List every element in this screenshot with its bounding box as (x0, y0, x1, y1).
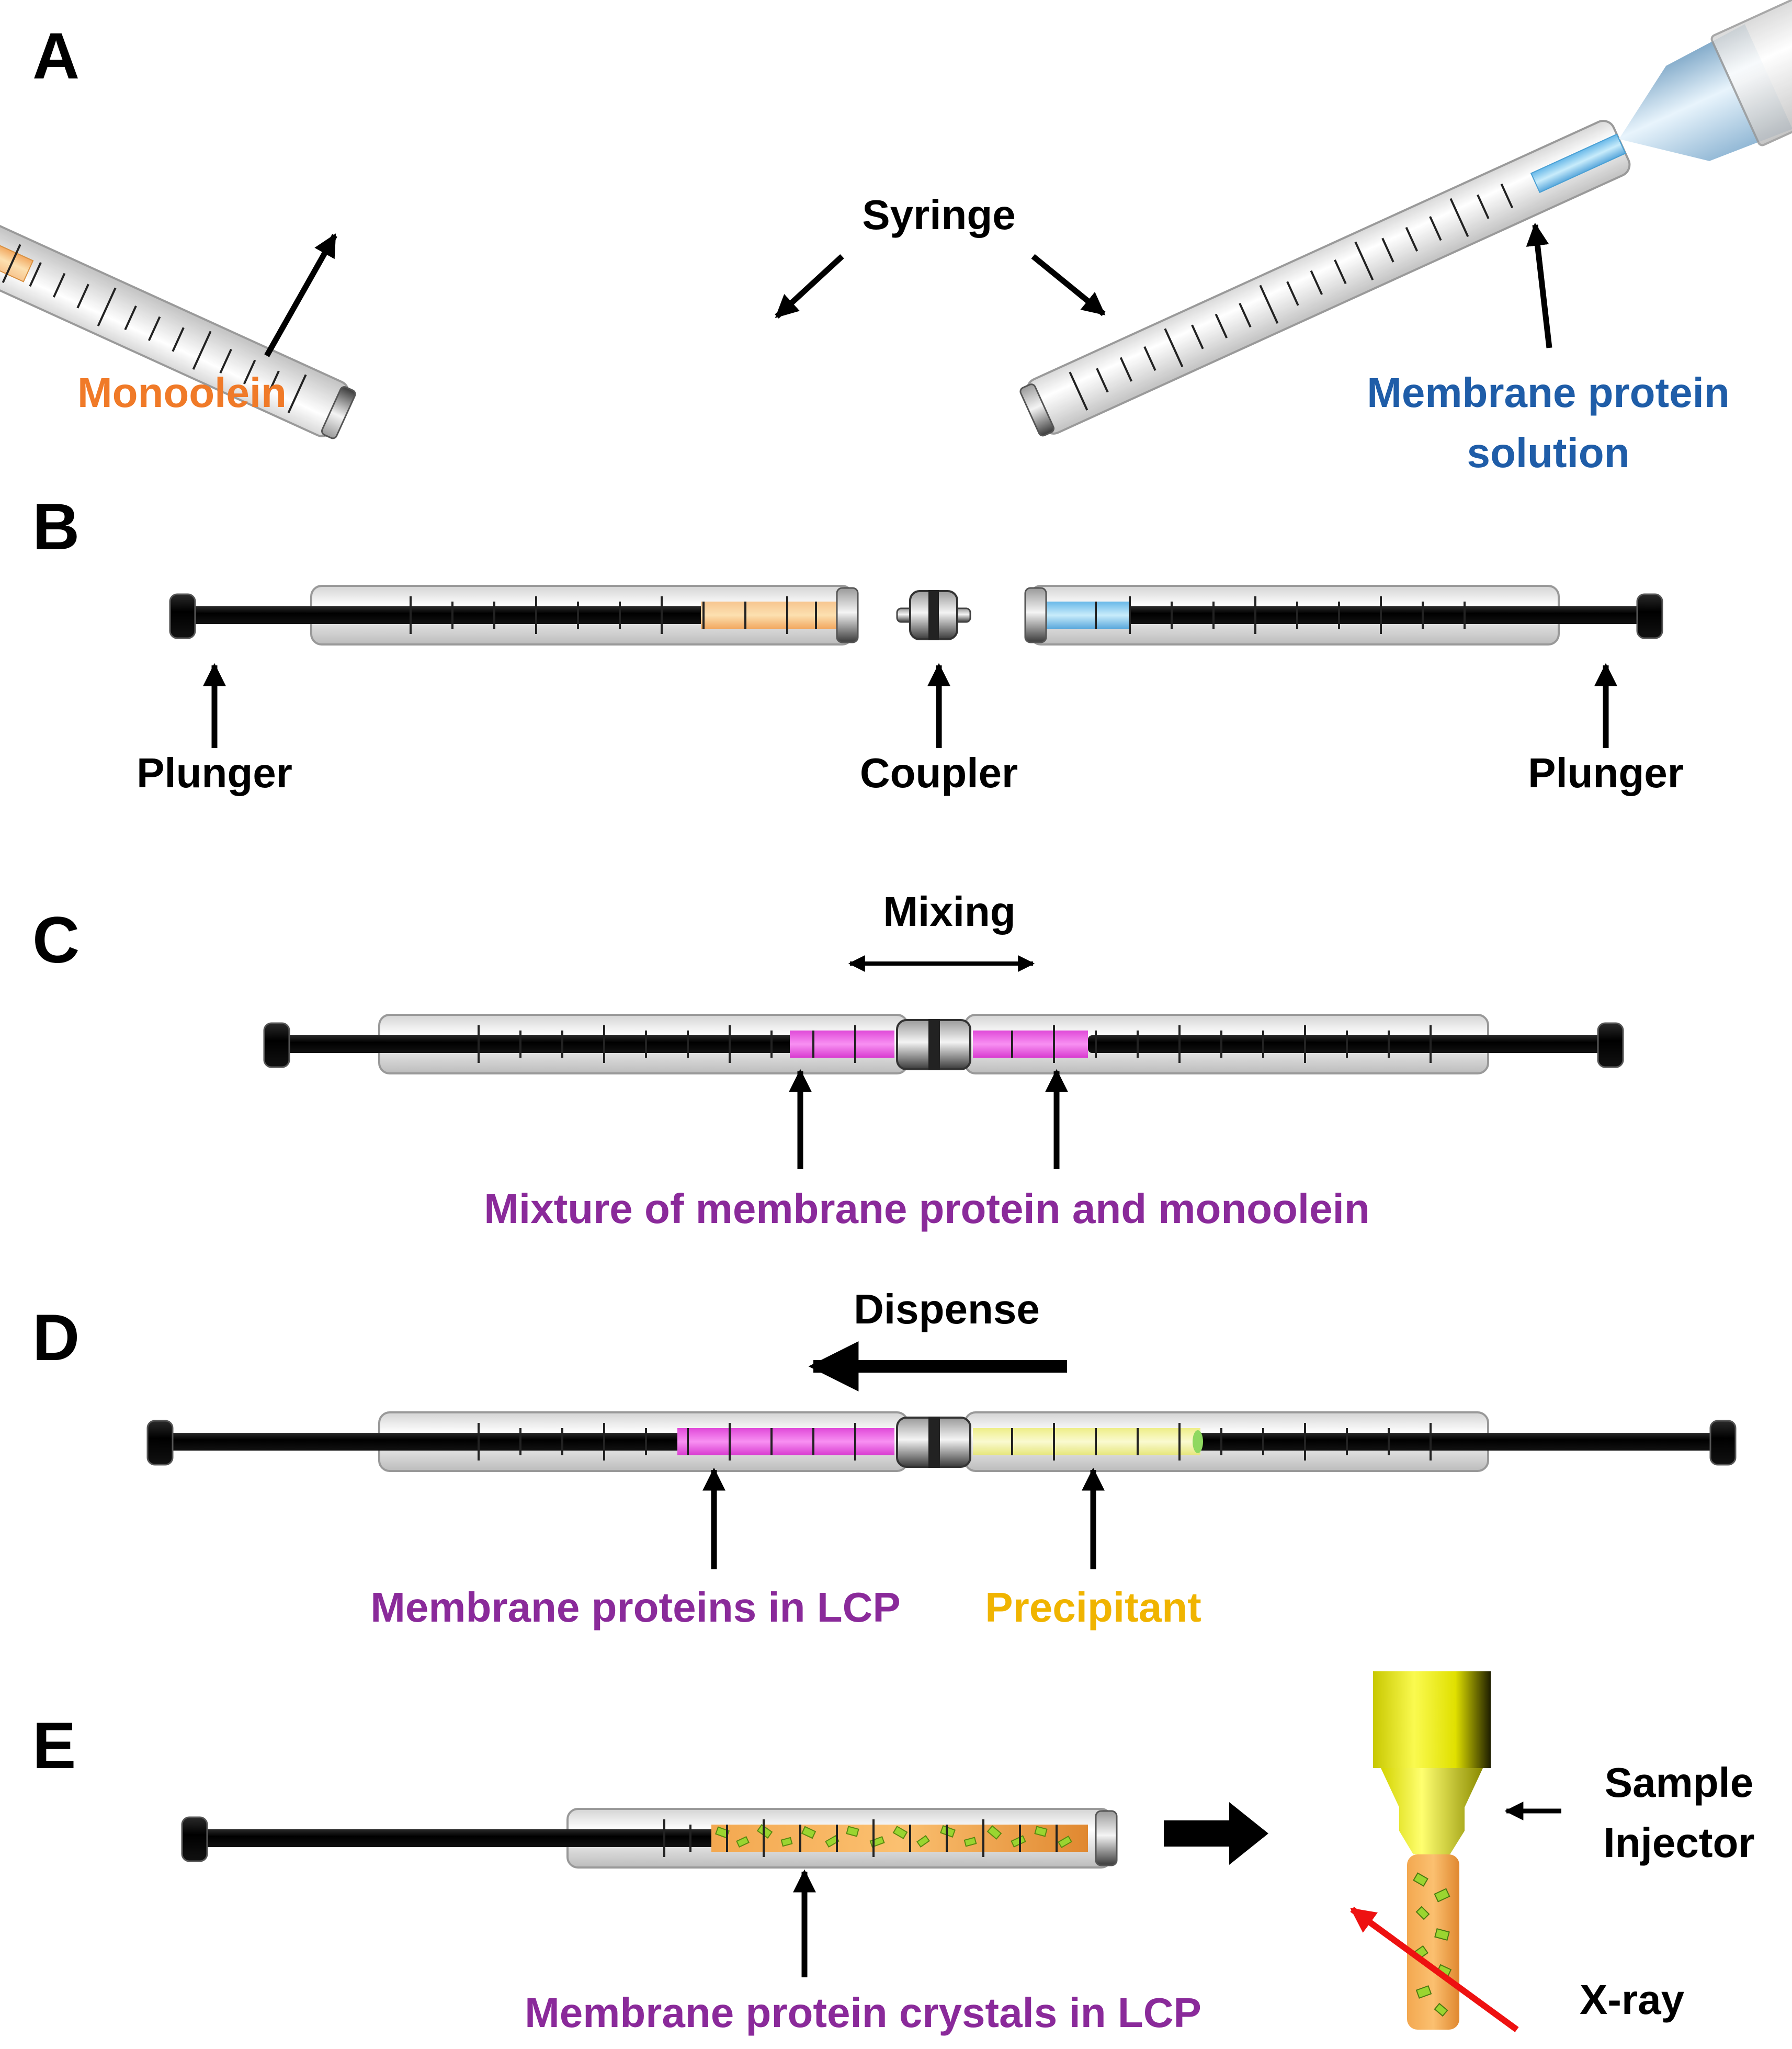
injector-nozzle (1381, 1768, 1483, 1854)
monoolein-label: Monoolein (77, 369, 287, 416)
monoolein-fill-b (701, 602, 840, 629)
plunger-rod-d-right (1198, 1433, 1721, 1451)
plunger-right-label: Plunger (1528, 750, 1684, 796)
arrow-protein-solution (1526, 222, 1552, 348)
syringe-pair-c (263, 1014, 1624, 1074)
panel-d: D Dispense (32, 1286, 1737, 1631)
protein-fill-b (1044, 602, 1130, 629)
plunger-cap-c-right (1597, 1022, 1624, 1068)
precipitant-fill-d (973, 1428, 1200, 1455)
mixture-fill-c-left (790, 1031, 894, 1058)
plunger-left-label: Plunger (137, 750, 292, 796)
plunger-rod-left (183, 606, 706, 624)
protein-solution-fill (1530, 133, 1626, 194)
panel-letter-c: C (32, 904, 80, 977)
mixture-fill-c-right (973, 1031, 1088, 1058)
panel-letter-a: A (32, 20, 80, 93)
injector-label-1: Sample (1605, 1759, 1754, 1806)
syringe-b-right (1024, 585, 1663, 646)
sample-injector (1373, 1671, 1491, 2030)
injector-body (1373, 1671, 1491, 1768)
syringe-b-left (169, 585, 859, 646)
crystals-label: Membrane protein crystals in LCP (525, 1989, 1201, 2036)
arrow-syringe-right (1031, 254, 1106, 316)
arrow-monoolein (264, 233, 337, 357)
syringe-e (181, 1808, 1118, 1869)
xray-label: X-ray (1580, 1976, 1685, 2023)
transfer-arrow (1164, 1802, 1268, 1865)
plunger-rod-e (199, 1829, 722, 1847)
panel-e: E (32, 1671, 1754, 2036)
panel-c: C Mixing (32, 888, 1624, 1232)
injector-label-2: Injector (1604, 1819, 1755, 1866)
precipitant-label: Precipitant (985, 1584, 1201, 1631)
syringe-label: Syringe (862, 191, 1015, 238)
panel-letter-d: D (32, 1301, 80, 1374)
coupler (896, 590, 971, 640)
plunger-cap-e (181, 1816, 208, 1862)
mixture-label: Mixture of membrane protein and monoolei… (484, 1185, 1369, 1232)
plunger-rod-right (1125, 606, 1648, 624)
syringe-left (0, 122, 356, 439)
plunger-cap-left (169, 593, 196, 639)
dispense-label: Dispense (854, 1286, 1040, 1332)
xray-beam (1350, 1907, 1519, 2032)
mixing-label: Mixing (883, 888, 1015, 935)
plunger-rod-d-left (165, 1433, 688, 1451)
panel-a: A (0, 0, 1792, 476)
panel-letter-b: B (32, 491, 80, 563)
protein-solution-label-2: solution (1467, 429, 1629, 476)
panel-b: B (32, 491, 1684, 796)
protein-solution-label-1: Membrane protein (1367, 369, 1729, 416)
lcp-label: Membrane proteins in LCP (370, 1584, 900, 1631)
pipette-sleeve-right (1710, 0, 1792, 146)
syringe-pair-d (146, 1411, 1737, 1472)
arrow-syringe-left (775, 254, 844, 319)
coupler-label: Coupler (860, 750, 1018, 796)
lcp-fill-d (677, 1428, 894, 1455)
monoolein-fill (0, 201, 34, 282)
syringe-right (1019, 0, 1792, 437)
plunger-cap-d-left (146, 1420, 174, 1466)
crystals-e (714, 1824, 1072, 1849)
plunger-cap-right (1636, 593, 1663, 639)
plunger-rod-c-left (282, 1035, 795, 1053)
plunger-cap-d-right (1709, 1420, 1737, 1466)
plunger-cap-c-left (263, 1022, 290, 1068)
panel-letter-e: E (32, 1710, 76, 1782)
